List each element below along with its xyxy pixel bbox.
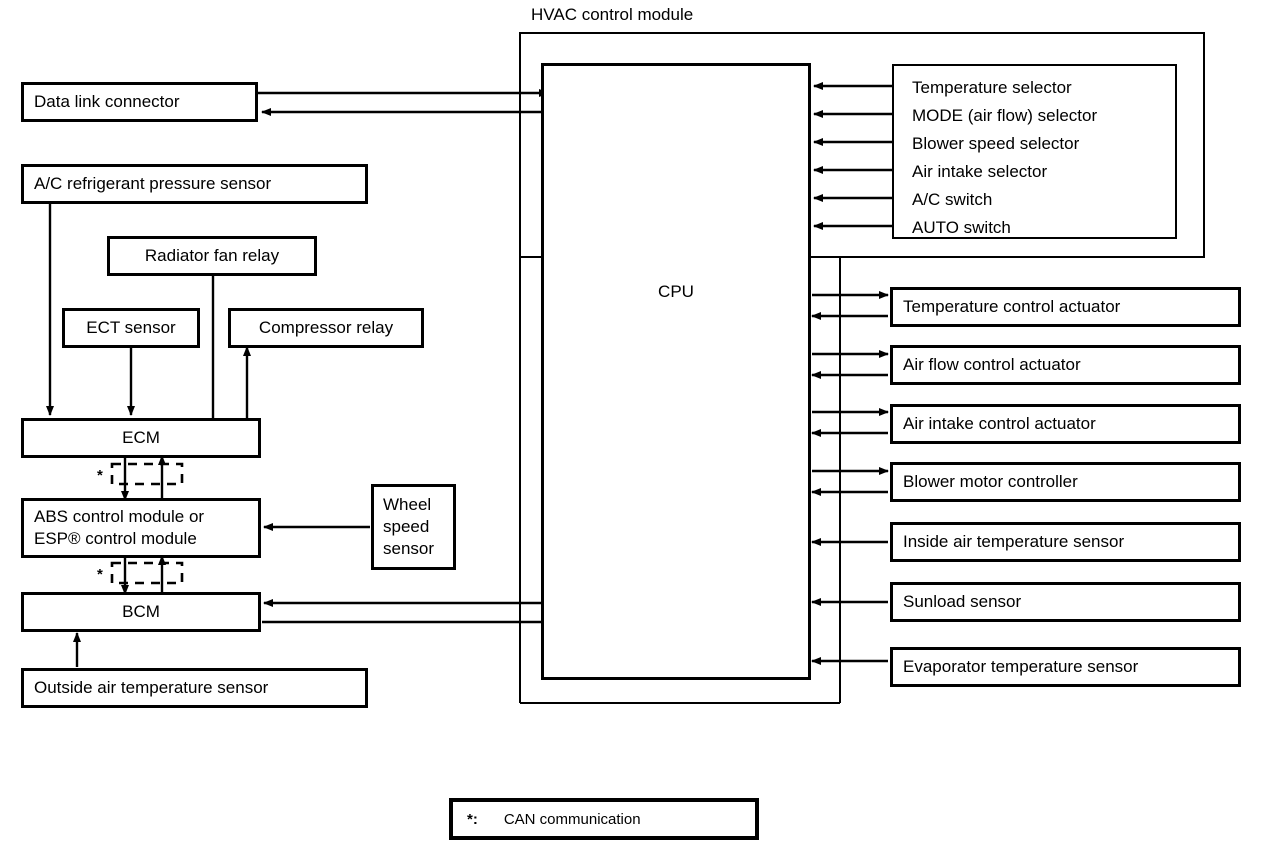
legend-symbol: *: (467, 810, 478, 828)
switch-ac[interactable]: A/C switch (912, 190, 993, 209)
block-air-flow-control-actuator[interactable]: Air flow control actuator (890, 345, 1241, 385)
block-blower-motor-controller[interactable]: Blower motor controller (890, 462, 1241, 502)
block-inside-air-temperature-sensor[interactable]: Inside air temperature sensor (890, 522, 1241, 562)
selector-air-intake[interactable]: Air intake selector (912, 162, 1048, 181)
can-marker-asterisk-abs-bcm: * (97, 566, 103, 583)
block-data-link-connector[interactable]: Data link connector (21, 82, 258, 122)
block-ect-sensor[interactable]: ECT sensor (62, 308, 200, 348)
can-marker-dashed-boxes (110, 462, 184, 585)
block-abs-esp-control-module[interactable]: ABS control module or ESP® control modul… (21, 498, 261, 558)
hvac-control-module-outline (519, 32, 1205, 258)
selector-blower-speed[interactable]: Blower speed selector (912, 134, 1080, 153)
block-outside-air-temperature-sensor[interactable]: Outside air temperature sensor (21, 668, 368, 708)
input-selectors-group: Temperature selector MODE (air flow) sel… (892, 64, 1177, 239)
block-temperature-control-actuator[interactable]: Temperature control actuator (890, 287, 1241, 327)
block-bcm[interactable]: BCM (21, 592, 261, 632)
block-radiator-fan-relay[interactable]: Radiator fan relay (107, 236, 317, 276)
selector-temperature[interactable]: Temperature selector (912, 78, 1072, 97)
cpu-label: CPU (658, 282, 694, 301)
can-marker-asterisk-ecm-abs: * (97, 467, 103, 484)
block-air-intake-control-actuator[interactable]: Air intake control actuator (890, 404, 1241, 444)
switch-auto[interactable]: AUTO switch (912, 218, 1011, 237)
legend-text: CAN communication (503, 810, 641, 828)
cpu-box: CPU (541, 63, 811, 680)
block-evaporator-temperature-sensor[interactable]: Evaporator temperature sensor (890, 647, 1241, 687)
selector-mode-air-flow[interactable]: MODE (air flow) selector (912, 106, 1098, 125)
block-wheel-speed-sensor[interactable]: Wheel speed sensor (371, 484, 456, 570)
block-ac-refrigerant-pressure-sensor[interactable]: A/C refrigerant pressure sensor (21, 164, 368, 204)
hvac-control-module-title: HVAC control module (531, 5, 694, 24)
legend-can-communication: *: CAN communication (449, 798, 759, 840)
block-ecm[interactable]: ECM (21, 418, 261, 458)
block-compressor-relay[interactable]: Compressor relay (228, 308, 424, 348)
block-sunload-sensor[interactable]: Sunload sensor (890, 582, 1241, 622)
